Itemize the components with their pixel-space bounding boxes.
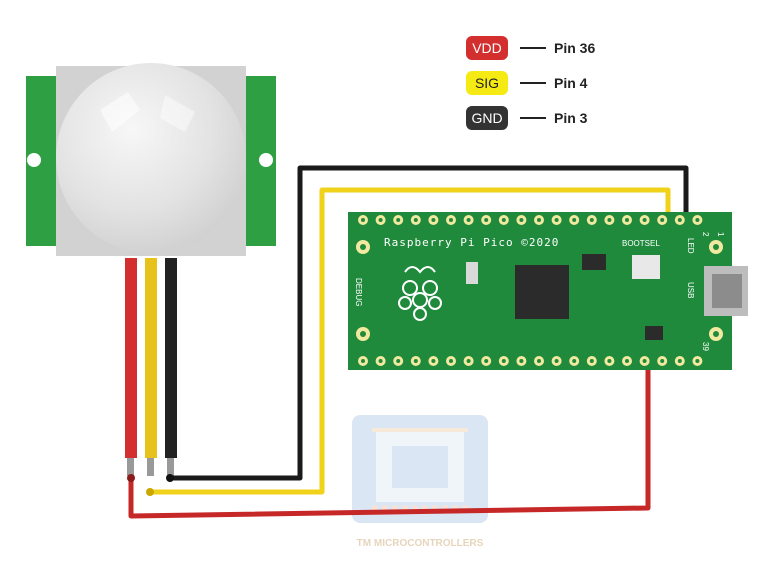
led-label: LED	[686, 238, 695, 254]
header-pin-hole	[660, 218, 665, 222]
header-pin-hole	[449, 218, 453, 222]
sig-badge: SIG	[466, 71, 508, 95]
header-pin-hole	[431, 218, 436, 222]
raspberry-logo-icon	[398, 266, 442, 321]
header-pin-hole	[484, 359, 489, 363]
sensor-mount-hole-left	[27, 153, 41, 167]
sensor-leads	[125, 258, 177, 476]
vdd-badge: VDD	[466, 36, 508, 60]
header-pin-hole	[642, 359, 647, 363]
flash-chip	[582, 254, 606, 270]
header-pin-hole	[466, 218, 471, 222]
header-pin-hole	[484, 218, 489, 222]
header-pin-hole	[431, 359, 436, 363]
vdd-wire	[128, 360, 651, 519]
header-pin-hole	[677, 218, 682, 222]
header-pin-hole	[695, 218, 700, 222]
pico-top-pins	[358, 215, 703, 225]
header-pin-hole	[501, 218, 506, 222]
regulator-chip	[645, 326, 663, 340]
legend-connector-line	[520, 117, 546, 119]
header-pin-hole	[554, 359, 559, 363]
header-pin-hole	[625, 218, 629, 222]
header-pin-hole	[413, 218, 418, 222]
header-pin-hole	[589, 359, 594, 363]
header-pin-hole	[396, 218, 401, 222]
rp2040-chip	[515, 265, 569, 319]
header-pin-hole	[537, 218, 541, 222]
header-pin-hole	[677, 359, 682, 363]
header-pin-hole	[519, 218, 524, 222]
header-pin-hole	[642, 218, 647, 222]
header-pin-hole	[660, 359, 665, 363]
pin-2-label: 2	[701, 232, 710, 237]
header-pin-hole	[607, 359, 612, 363]
header-pin-hole	[361, 359, 365, 363]
header-pin-hole	[378, 218, 383, 222]
legend-connector-line	[520, 82, 546, 84]
pico-board-name: Raspberry Pi Pico ©2020	[384, 236, 559, 249]
pin-1-label: 1	[716, 232, 725, 237]
gnd-wire	[170, 165, 689, 481]
legend-row-vdd: VDD Pin 36	[466, 36, 595, 60]
pico-board: Raspberry Pi Pico ©2020 BOOTSEL DEBUG LE…	[348, 212, 748, 370]
watermark-logo	[352, 415, 488, 523]
header-pin-hole	[625, 359, 629, 363]
pir-sensor	[26, 63, 276, 256]
watermark-text: TM MICROCONTROLLERS	[357, 538, 484, 549]
legend-row-sig: SIG Pin 4	[466, 71, 595, 95]
header-pin-hole	[413, 359, 418, 363]
gnd-badge: GND	[466, 106, 508, 130]
header-pin-hole	[519, 359, 524, 363]
bootsel-label: BOOTSEL	[622, 239, 660, 248]
header-pin-hole	[501, 359, 506, 363]
sensor-dome	[56, 63, 246, 253]
legend-row-gnd: GND Pin 3	[466, 106, 595, 130]
header-pin-hole	[695, 359, 700, 363]
debug-label: DEBUG	[354, 278, 363, 306]
header-pin-hole	[537, 359, 541, 363]
header-pin-hole	[378, 359, 383, 363]
bootsel-button[interactable]	[632, 255, 660, 279]
header-pin-hole	[572, 218, 577, 222]
sig-wire	[150, 187, 671, 495]
pin-39-label: 39	[701, 342, 710, 351]
header-pin-hole	[396, 359, 401, 363]
header-pin-hole	[361, 218, 365, 222]
usb-label: USB	[686, 282, 695, 298]
header-pin-hole	[554, 218, 559, 222]
vdd-pin-label: Pin 36	[554, 40, 596, 56]
header-pin-hole	[449, 359, 453, 363]
legend-connector-line	[520, 47, 546, 49]
pin-legend: VDD Pin 36 SIG Pin 4 GND Pin 3	[466, 36, 595, 141]
gnd-pin-label: Pin 3	[554, 110, 588, 126]
sig-pin-label: Pin 4	[554, 75, 588, 91]
sensor-mount-hole-right	[259, 153, 273, 167]
header-pin-hole	[572, 359, 577, 363]
pico-bottom-pins	[358, 356, 703, 366]
header-pin-hole	[466, 359, 471, 363]
header-pin-hole	[589, 218, 594, 222]
header-pin-hole	[607, 218, 612, 222]
